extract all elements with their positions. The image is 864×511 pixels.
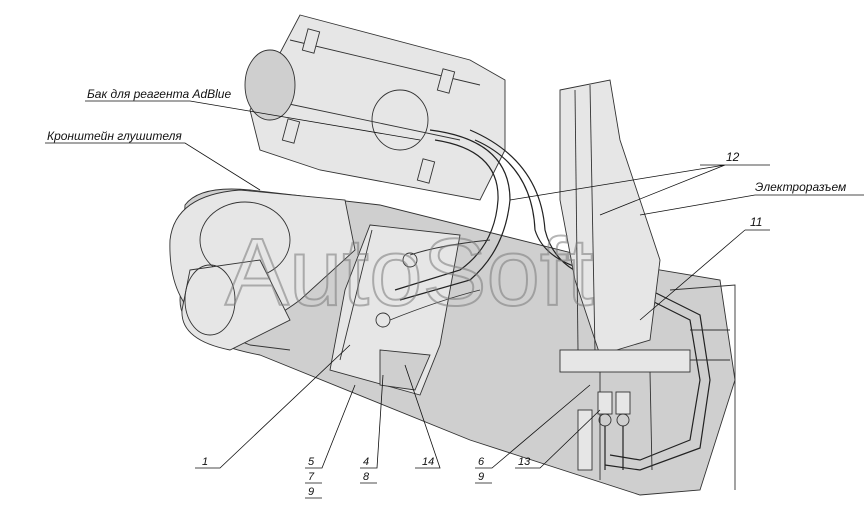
label-connector: Электроразъем (755, 180, 846, 194)
label-8: 8 (363, 471, 370, 483)
muffler-cylinder (181, 259, 291, 351)
adblue-tank (244, 14, 506, 201)
label-9-second: 9 (478, 471, 484, 483)
label-12: 12 (726, 150, 740, 164)
label-1: 1 (202, 456, 208, 468)
label-11: 11 (750, 215, 762, 229)
fittings-13 (597, 391, 631, 470)
label-7: 7 (308, 471, 315, 483)
frame-bracket (559, 79, 736, 490)
label-9: 9 (308, 486, 314, 498)
label-13: 13 (518, 456, 531, 468)
label-4: 4 (363, 456, 369, 468)
label-adblue-tank: Бак для реагента AdBlue (87, 87, 231, 101)
label-5: 5 (308, 456, 315, 468)
leader-lines (45, 100, 864, 499)
watermark: AutoSoft (225, 219, 593, 326)
label-14: 14 (422, 456, 434, 468)
label-6: 6 (478, 456, 485, 468)
part-1-plate (329, 224, 461, 396)
label-muffler-bracket: Кронштейн глушителя (47, 129, 182, 143)
